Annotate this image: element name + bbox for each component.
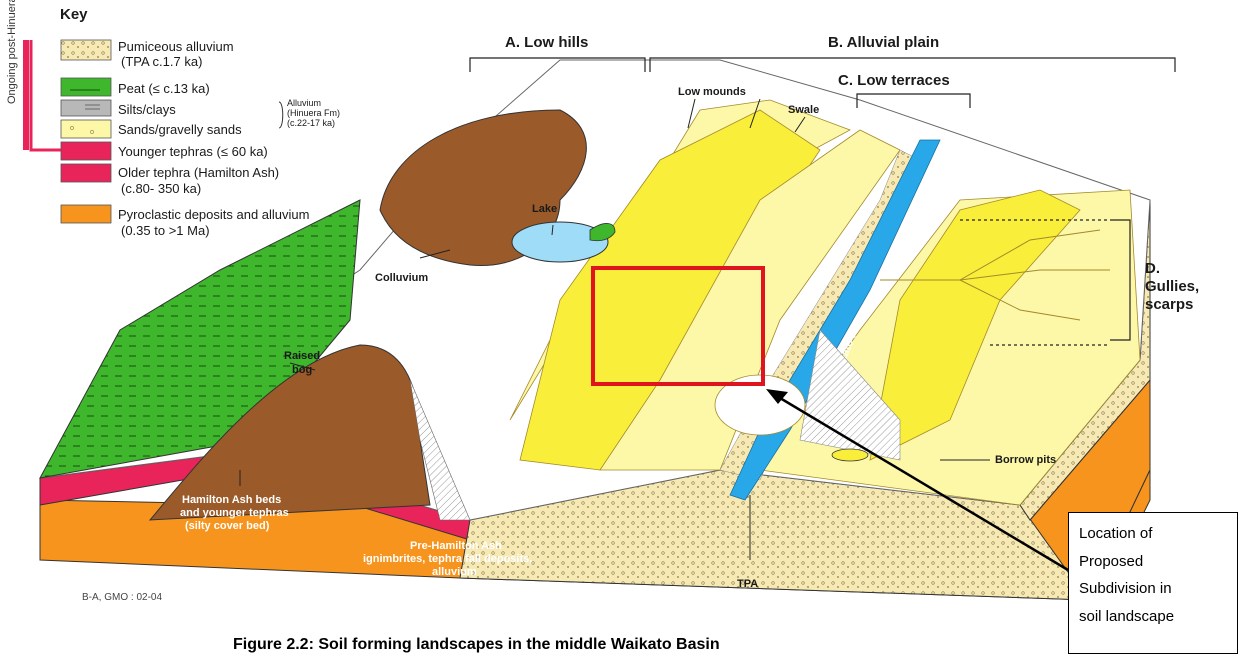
swale-label: Swale bbox=[788, 104, 819, 116]
low-mounds-label: Low mounds bbox=[678, 86, 746, 98]
raised-bog-label-2: bog bbox=[292, 364, 312, 376]
key-pyroclastic-label: Pyroclastic deposits and alluvium bbox=[118, 208, 309, 222]
callout-line-3: Subdivision in bbox=[1079, 575, 1227, 603]
region-low-hills: A. Low hills bbox=[505, 34, 588, 51]
callout-line-1: Location of bbox=[1079, 520, 1227, 548]
figure-caption: Figure 2.2: Soil forming landscapes in t… bbox=[233, 636, 720, 654]
key-peat-label: Peat (≤ c.13 ka) bbox=[118, 82, 210, 96]
key-pumiceous-sub: (TPA c.1.7 ka) bbox=[121, 55, 202, 69]
hamilton-ash-label-2: and younger tephras bbox=[180, 507, 289, 519]
region-alluvial-plain: B. Alluvial plain bbox=[828, 34, 939, 51]
key-older-tephra-label: Older tephra (Hamilton Ash) bbox=[118, 166, 279, 180]
pre-hamilton-label-1: Pre-Hamilton Ash bbox=[410, 540, 502, 552]
callout-line-4: soil landscape bbox=[1079, 603, 1227, 631]
borrow-pits-label: Borrow pits bbox=[995, 454, 1056, 466]
pre-hamilton-label-3: alluvium bbox=[432, 566, 477, 578]
key-sands-label: Sands/gravelly sands bbox=[118, 123, 242, 137]
key-younger-tephra-label: Younger tephras (≤ 60 ka) bbox=[118, 145, 268, 159]
key-older-tephra-sub: (c.80- 350 ka) bbox=[121, 182, 201, 196]
hamilton-ash-label-3: (silty cover bed) bbox=[185, 520, 269, 532]
figure-credit: B-A, GMO : 02-04 bbox=[82, 592, 162, 603]
raised-bog-label-1: Raised bbox=[284, 350, 320, 362]
region-gullies-d: D. bbox=[1145, 260, 1160, 277]
alluvium-note-3: (c.22-17 ka) bbox=[287, 118, 335, 128]
alluvium-note-2: (Hinuera Fm) bbox=[287, 108, 340, 118]
region-gullies-word: Gullies, bbox=[1145, 278, 1199, 295]
key-side-label: Ongoing post-Hinuera tephra falls bbox=[6, 0, 18, 104]
hamilton-ash-label-1: Hamilton Ash beds bbox=[182, 494, 281, 506]
alluvium-note-1: Alluvium bbox=[287, 98, 321, 108]
key-pyroclastic-sub: (0.35 to >1 Ma) bbox=[121, 224, 210, 238]
subdivision-callout: Location of Proposed Subdivision in soil… bbox=[1068, 512, 1238, 654]
region-scarps-word: scarps bbox=[1145, 296, 1193, 313]
colluvium-label: Colluvium bbox=[375, 272, 428, 284]
lake-label: Lake bbox=[532, 203, 557, 215]
key-title: Key bbox=[60, 6, 88, 23]
key-silts-label: Silts/clays bbox=[118, 103, 176, 117]
pre-hamilton-label-2: ignimbrites, tephra fall deposits, bbox=[363, 553, 532, 565]
key-pumiceous-label: Pumiceous alluvium bbox=[118, 40, 234, 54]
tpa-label: TPA bbox=[737, 578, 758, 590]
region-low-terraces: C. Low terraces bbox=[838, 72, 950, 89]
callout-line-2: Proposed bbox=[1079, 548, 1227, 576]
